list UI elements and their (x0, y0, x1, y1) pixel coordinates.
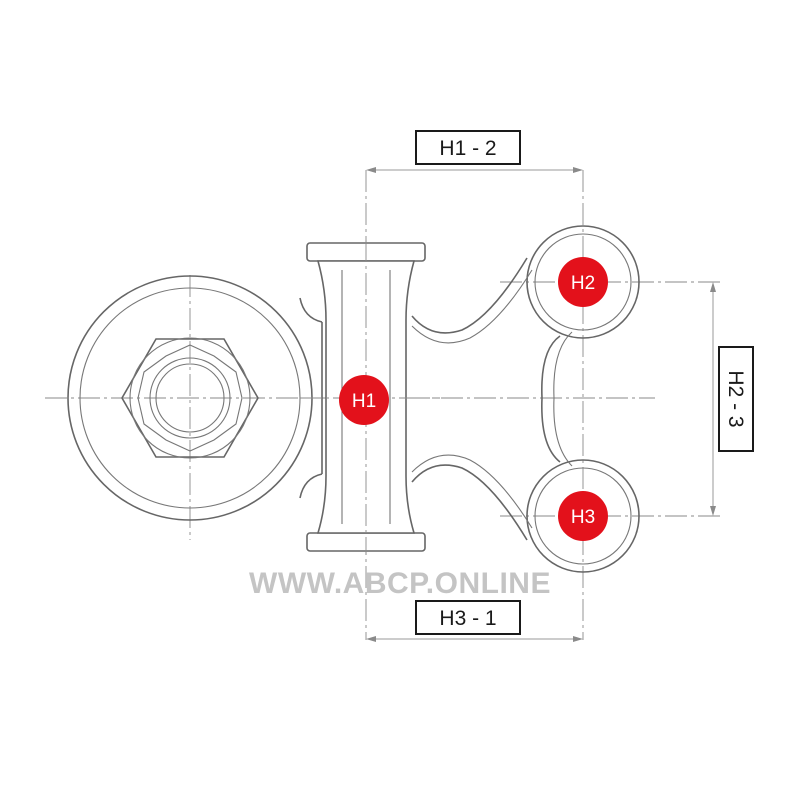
boss-link-outer (541, 335, 561, 463)
dimension-h2-h3-label: H2 - 3 (724, 370, 747, 427)
watermark-text: WWW.ABCP.ONLINE (249, 567, 551, 600)
marker-h1: H1 (339, 375, 389, 425)
h3-boss-outer (526, 459, 640, 573)
stud-thread-circle (155, 363, 225, 433)
dimension-h2-h3-box (718, 346, 754, 452)
marker-h3: H3 (558, 491, 608, 541)
castle-nut-slots (137, 344, 243, 452)
dimension-h2-h3-arrow-bottom (710, 506, 716, 516)
upper-web-inner (411, 269, 533, 344)
lower-web-inner (411, 454, 533, 529)
dimension-h3-h1-label: H3 - 1 (439, 607, 496, 630)
dimension-h1-h2-label: H1 - 2 (439, 137, 496, 160)
castle-nut-hexagon (121, 338, 259, 458)
arm-lower-edge (299, 473, 323, 499)
ball-joint-bosses (411, 225, 640, 573)
dimension-h1-h2-box (415, 130, 521, 165)
dimension-h3-h1-arrow-right (573, 636, 583, 642)
dimension-h1-h2-arrow-right (573, 167, 583, 173)
marker-h1-dot (339, 375, 389, 425)
marker-h1-label: H1 (352, 391, 376, 412)
marker-h2: H2 (558, 257, 608, 307)
dimension-h1-h2: H1 - 2 (366, 130, 583, 173)
dimension-h2-h3: H2 - 3 (710, 282, 754, 516)
arm-upper-edge (299, 297, 323, 323)
dimension-h2-h3-arrow-top (710, 282, 716, 292)
h2-boss-inner (534, 233, 632, 331)
boss-link-inner (553, 331, 573, 467)
dimension-h3-h1-arrow-left (366, 636, 376, 642)
dimension-h3-h1: H3 - 1 (366, 600, 583, 642)
h2-boss-outer (526, 225, 640, 339)
castle-nut-chamfer-circle (129, 337, 251, 459)
dimension-h3-h1-box (415, 600, 521, 635)
dimension-h1-h2-arrow-left (366, 167, 376, 173)
upper-web-outline (411, 257, 528, 334)
castle-nut-bore (149, 357, 231, 439)
marker-h2-dot (558, 257, 608, 307)
lower-web-outline (411, 464, 528, 541)
marker-h2-label: H2 (571, 273, 595, 294)
marker-h3-label: H3 (571, 507, 595, 528)
h3-boss-inner (534, 467, 632, 565)
marker-h3-dot (558, 491, 608, 541)
